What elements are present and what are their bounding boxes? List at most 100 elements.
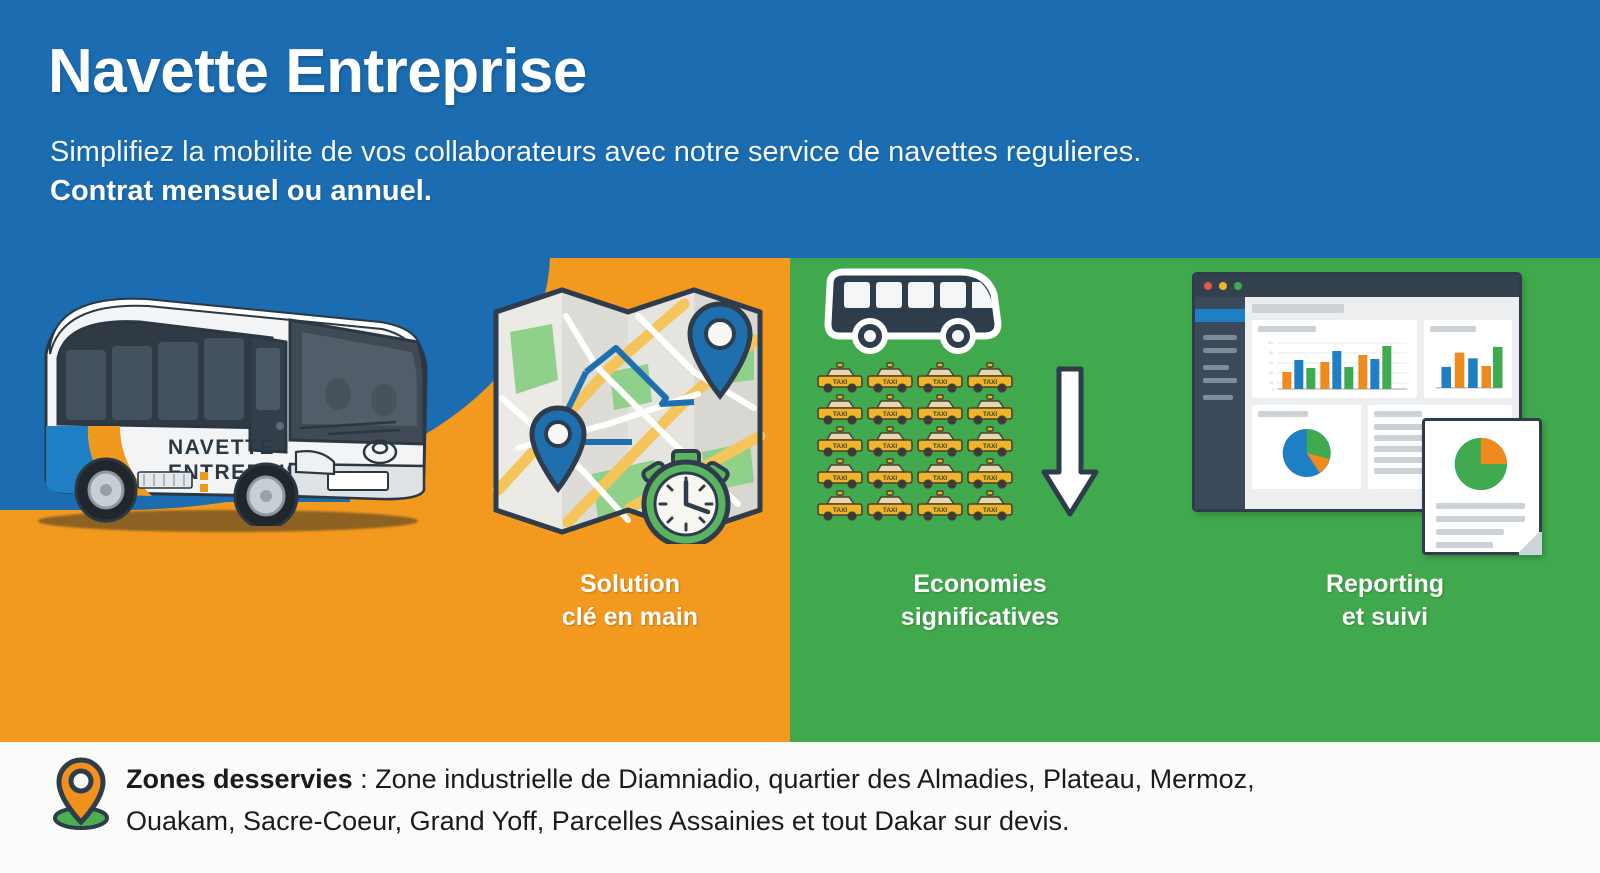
caption-economies: Economies significatives <box>790 568 1170 634</box>
caption-reporting-line1: Reporting <box>1325 570 1445 598</box>
dashboard-card-main-bar: 100 80 60 40 20 0 <box>1252 320 1417 398</box>
sidebar-item[interactable] <box>1203 378 1237 383</box>
dashboard-card-small-bar <box>1423 320 1512 398</box>
taxi-icon: TAXI <box>915 458 965 490</box>
taxi-icon: TAXI <box>865 394 915 426</box>
card-title-placeholder <box>1258 326 1316 332</box>
taxi-grid: TAXI TAXI TAXI <box>815 362 1015 522</box>
taxi-icon: TAXI <box>965 458 1015 490</box>
caption-reporting-line2: et suivi <box>1341 603 1429 631</box>
svg-text:TAXI: TAXI <box>883 411 898 418</box>
dashboard-pie-chart <box>1282 429 1331 477</box>
svg-text:TAXI: TAXI <box>983 443 998 450</box>
stopwatch-icon <box>641 449 731 544</box>
dashboard-sidebar <box>1195 297 1245 509</box>
dashboard-heading-placeholder <box>1252 304 1344 313</box>
taxi-icon: TAXI <box>865 426 915 458</box>
svg-text:60: 60 <box>1269 361 1273 365</box>
shuttle-bus-illustration: NAVETTE ENTREPRISE <box>44 297 428 526</box>
taxi-icon: TAXI <box>965 362 1015 394</box>
caption-solution-line1: Solution <box>580 570 680 598</box>
map-pin-origin <box>529 405 587 494</box>
card-title-placeholder <box>1429 326 1476 332</box>
taxi-icon: TAXI <box>915 394 965 426</box>
map-pin-destination <box>687 301 753 401</box>
location-pin-icon <box>53 757 109 830</box>
svg-text:100: 100 <box>1267 341 1273 345</box>
document-pie-chart <box>1454 437 1508 491</box>
maximize-dot-icon[interactable] <box>1234 282 1242 290</box>
svg-text:TAXI: TAXI <box>833 411 848 418</box>
svg-text:TAXI: TAXI <box>983 379 998 386</box>
svg-text:TAXI: TAXI <box>983 475 998 482</box>
page-title: Navette Entreprise <box>48 37 587 106</box>
taxi-icon: TAXI <box>915 490 965 522</box>
card-title-placeholder <box>1374 411 1423 417</box>
footer-banner: Zones desservies : Zone industrielle de … <box>0 742 1600 873</box>
dashboard-main-bar-chart: 100 80 60 40 20 0 <box>1267 341 1408 392</box>
svg-text:80: 80 <box>1269 351 1273 355</box>
feature-economies-significatives: TAXI TAXI TAXI <box>790 258 1170 742</box>
svg-text:20: 20 <box>1269 381 1273 385</box>
svg-text:TAXI: TAXI <box>933 507 948 514</box>
caption-economies-line1: Economies <box>913 570 1047 598</box>
svg-text:TAXI: TAXI <box>983 507 998 514</box>
window-titlebar <box>1195 275 1519 297</box>
sidebar-item[interactable] <box>1203 335 1237 340</box>
minimize-dot-icon[interactable] <box>1219 282 1227 290</box>
bus-livery-line1: NAVETTE <box>168 436 275 459</box>
zones-line2: Ouakam, Sacre-Coeur, Grand Yoff, Parcell… <box>126 806 1070 836</box>
dashboard-small-bar-chart <box>1435 346 1503 389</box>
svg-text:TAXI: TAXI <box>933 379 948 386</box>
taxi-icon: TAXI <box>815 394 865 426</box>
header-subtitle: Simplifiez la mobilite de vos collaborat… <box>50 133 1570 211</box>
svg-text:TAXI: TAXI <box>833 443 848 450</box>
zones-separator: : <box>352 764 376 794</box>
svg-text:TAXI: TAXI <box>883 475 898 482</box>
caption-solution: Solution clé en main <box>470 568 790 634</box>
sidebar-item[interactable] <box>1203 395 1233 400</box>
svg-text:TAXI: TAXI <box>983 411 998 418</box>
taxi-icon: TAXI <box>865 458 915 490</box>
close-dot-icon[interactable] <box>1204 282 1212 290</box>
svg-text:TAXI: TAXI <box>883 507 898 514</box>
taxi-icon: TAXI <box>815 458 865 490</box>
text-line-placeholder <box>1374 468 1467 474</box>
bus-shadow <box>38 510 418 532</box>
svg-text:TAXI: TAXI <box>833 507 848 514</box>
dashboard-window: 100 80 60 40 20 0 <box>1192 272 1522 512</box>
minibus-icon <box>824 268 1002 354</box>
doc-text-line <box>1436 529 1505 535</box>
zones-label: Zones desservies <box>126 764 353 794</box>
arrow-down-icon <box>1041 366 1099 517</box>
taxi-icon: TAXI <box>815 426 865 458</box>
doc-fold-corner <box>1516 529 1542 555</box>
taxi-icon: TAXI <box>915 426 965 458</box>
dashboard-card-pie <box>1252 405 1362 489</box>
taxi-icon: TAXI <box>965 426 1015 458</box>
taxi-icon: TAXI <box>965 394 1015 426</box>
sidebar-item[interactable] <box>1203 348 1237 353</box>
feature-bus-illustration: NAVETTE ENTREPRISE <box>0 258 470 742</box>
svg-text:0: 0 <box>1272 388 1274 392</box>
card-title-placeholder <box>1258 411 1308 417</box>
header-subtitle-line1: Simplifiez la mobilite de vos collaborat… <box>50 136 1142 168</box>
doc-text-line <box>1436 516 1525 522</box>
doc-text-line <box>1436 503 1525 509</box>
bus-rear-wheel <box>74 457 138 523</box>
svg-text:40: 40 <box>1269 371 1273 375</box>
svg-text:TAXI: TAXI <box>883 443 898 450</box>
svg-text:TAXI: TAXI <box>933 411 948 418</box>
doc-text-line <box>1436 542 1493 548</box>
caption-economies-line2: significatives <box>900 603 1060 631</box>
taxi-icon: TAXI <box>865 490 915 522</box>
taxi-icon: TAXI <box>815 362 865 394</box>
sidebar-item-active[interactable] <box>1195 309 1245 322</box>
bus-front-wheel <box>233 462 299 526</box>
sidebar-item[interactable] <box>1203 365 1229 370</box>
svg-text:TAXI: TAXI <box>833 475 848 482</box>
header-subtitle-line2: Contrat mensuel ou annuel. <box>50 175 432 207</box>
svg-text:TAXI: TAXI <box>833 379 848 386</box>
map-icon <box>492 287 766 544</box>
